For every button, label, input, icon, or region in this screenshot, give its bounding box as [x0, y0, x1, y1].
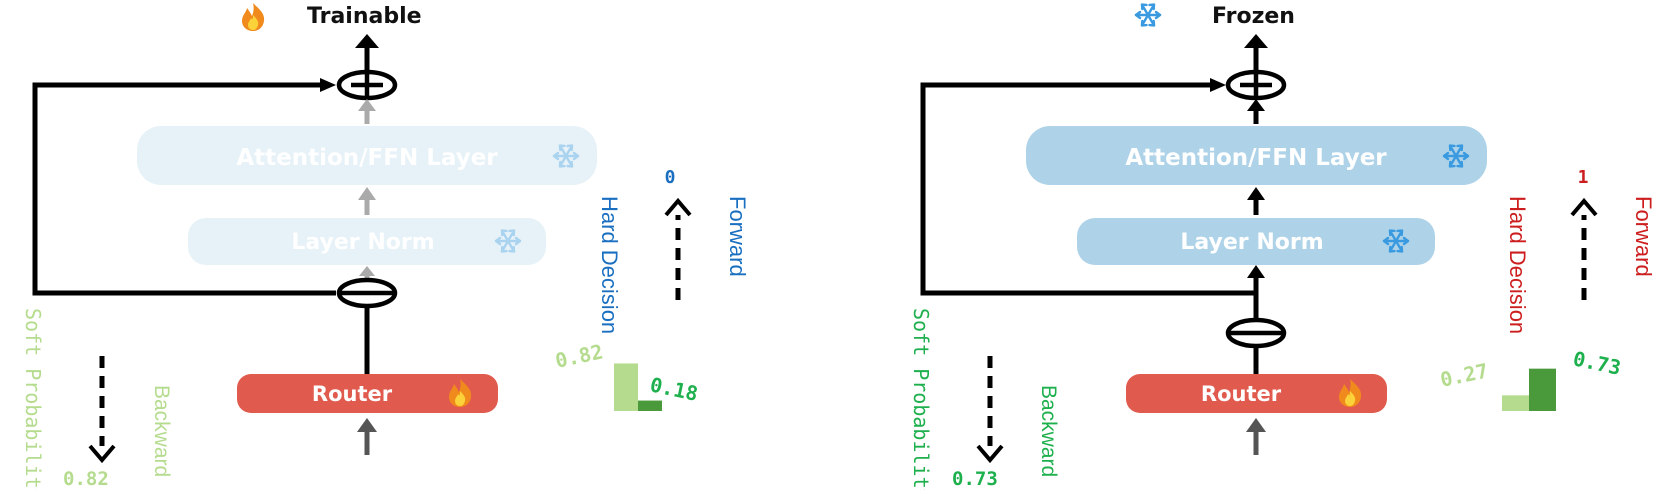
hard-decision-label: Hard Decision: [1505, 196, 1530, 334]
router-label: Router: [312, 382, 393, 406]
fire-icon: [242, 3, 265, 31]
left-panel: Attention/FFN Layer Layer Norm Router So…: [21, 34, 750, 490]
probability-bar-1: [614, 363, 638, 411]
right-panel: Attention/FFN Layer Layer Norm Router So…: [909, 34, 1656, 490]
layernorm-label: Layer Norm: [291, 230, 434, 255]
add-node: [1225, 69, 1287, 101]
add-node: [336, 69, 398, 101]
bar-value-2: 0.73: [1571, 346, 1623, 379]
probability-bar-2: [1529, 368, 1556, 411]
faded-arrow-up: [358, 99, 376, 111]
probability-bars: [614, 363, 662, 411]
probability-bar-1: [1502, 395, 1529, 411]
probability-bar-2: [638, 400, 662, 411]
backward-value: 0.73: [952, 468, 998, 490]
router-label: Router: [1201, 382, 1282, 406]
gate-node: [1225, 317, 1287, 349]
frozen-label: Frozen: [1212, 4, 1295, 29]
active-arrow-up: [1247, 187, 1265, 200]
snowflake-icon: [1134, 3, 1162, 27]
split-node: [336, 277, 398, 309]
bar-value-1: 0.27: [1438, 358, 1490, 391]
soft-probability-label: Soft Probability: [909, 308, 933, 490]
residual-path: [32, 82, 336, 296]
legend-trainable: Trainable: [242, 3, 422, 31]
backward-label: Backward: [1037, 385, 1060, 477]
router-block: [1126, 374, 1387, 413]
output-arrow: [1244, 34, 1268, 48]
attention-ffn-block: [137, 126, 597, 185]
hard-decision-label: Hard Decision: [597, 196, 622, 334]
router-block: [237, 374, 498, 413]
trainable-label: Trainable: [307, 4, 422, 29]
layernorm-block: [188, 218, 546, 265]
active-arrow-up: [1247, 99, 1265, 111]
attention-ffn-label: Attention/FFN Layer: [1125, 145, 1387, 171]
backward-value: 0.82: [63, 468, 109, 490]
soft-probability-label: Soft Probability: [21, 308, 45, 490]
forward-label: Forward: [1631, 196, 1656, 277]
legend-frozen: Frozen: [1134, 3, 1295, 29]
forward-label: Forward: [725, 196, 750, 277]
attention-ffn-label: Attention/FFN Layer: [236, 145, 498, 171]
backward-label: Backward: [150, 385, 173, 477]
probability-bars: [1502, 368, 1556, 411]
layernorm-label: Layer Norm: [1180, 230, 1323, 255]
faded-arrow-up: [358, 187, 376, 200]
forward-value: 0: [665, 167, 676, 188]
forward-value: 1: [1578, 167, 1589, 188]
layernorm-block: [1077, 218, 1435, 265]
bar-value-1: 0.82: [553, 339, 605, 372]
residual-path: [920, 82, 1256, 296]
attention-ffn-block: [1026, 126, 1487, 185]
